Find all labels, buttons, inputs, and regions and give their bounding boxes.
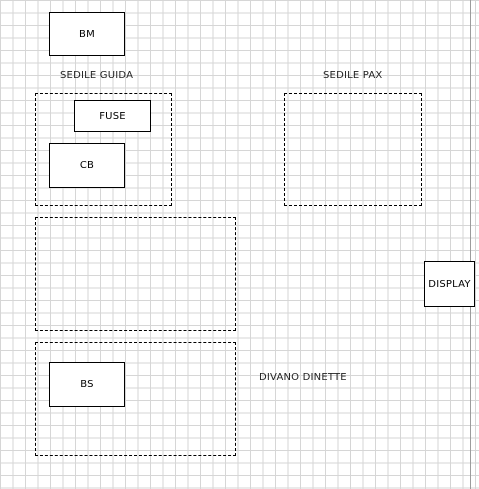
sedile-pax-zone bbox=[284, 93, 422, 206]
bs-block: BS bbox=[49, 362, 125, 407]
cb-label: CB bbox=[79, 160, 95, 171]
bm-label: BM bbox=[79, 28, 95, 40]
bs-label: BS bbox=[80, 379, 94, 390]
sedile-guida-zone bbox=[35, 93, 172, 206]
page-edge-line bbox=[470, 0, 471, 489]
fuse-block: FUSE bbox=[74, 100, 151, 132]
cb-block: CB bbox=[49, 143, 125, 188]
sedile-guida-label: SEDILE GUIDA bbox=[60, 70, 134, 81]
display-block: DISPLAY bbox=[424, 261, 475, 307]
fuse-label: FUSE bbox=[99, 110, 126, 122]
bm-block: BM bbox=[49, 12, 125, 56]
display-label: DISPLAY bbox=[428, 278, 471, 290]
middle-zone bbox=[35, 217, 236, 331]
divano-dinette-label: DIVANO DINETTE bbox=[259, 372, 347, 383]
divano-dinette-zone bbox=[35, 342, 236, 456]
sedile-pax-label: SEDILE PAX bbox=[323, 70, 383, 81]
